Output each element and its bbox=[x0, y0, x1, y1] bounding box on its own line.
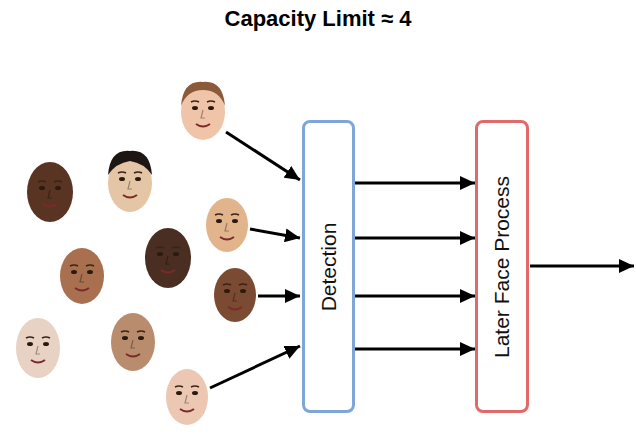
face bbox=[145, 228, 191, 288]
face bbox=[60, 248, 104, 304]
face bbox=[214, 268, 256, 322]
face bbox=[166, 369, 208, 425]
process-box: Later Face Process bbox=[475, 120, 529, 413]
face bbox=[27, 162, 73, 222]
flow-arrow bbox=[355, 237, 475, 240]
box-label: Detection bbox=[317, 222, 341, 311]
face bbox=[206, 198, 248, 252]
process-box: Detection bbox=[302, 120, 355, 413]
face bbox=[108, 151, 152, 212]
input-arrow bbox=[250, 229, 300, 238]
input-arrow bbox=[226, 132, 300, 180]
flow-arrow bbox=[355, 348, 475, 351]
face bbox=[181, 82, 225, 140]
box-label: Later Face Process bbox=[490, 175, 514, 357]
input-arrow bbox=[258, 295, 300, 298]
output-arrow bbox=[530, 265, 634, 268]
input-arrow bbox=[210, 346, 300, 388]
face bbox=[111, 313, 155, 371]
flow-arrow bbox=[355, 295, 475, 298]
flow-arrow bbox=[355, 182, 475, 185]
diagram-title: Capacity Limit ≈ 4 bbox=[0, 6, 636, 32]
face bbox=[16, 318, 60, 378]
